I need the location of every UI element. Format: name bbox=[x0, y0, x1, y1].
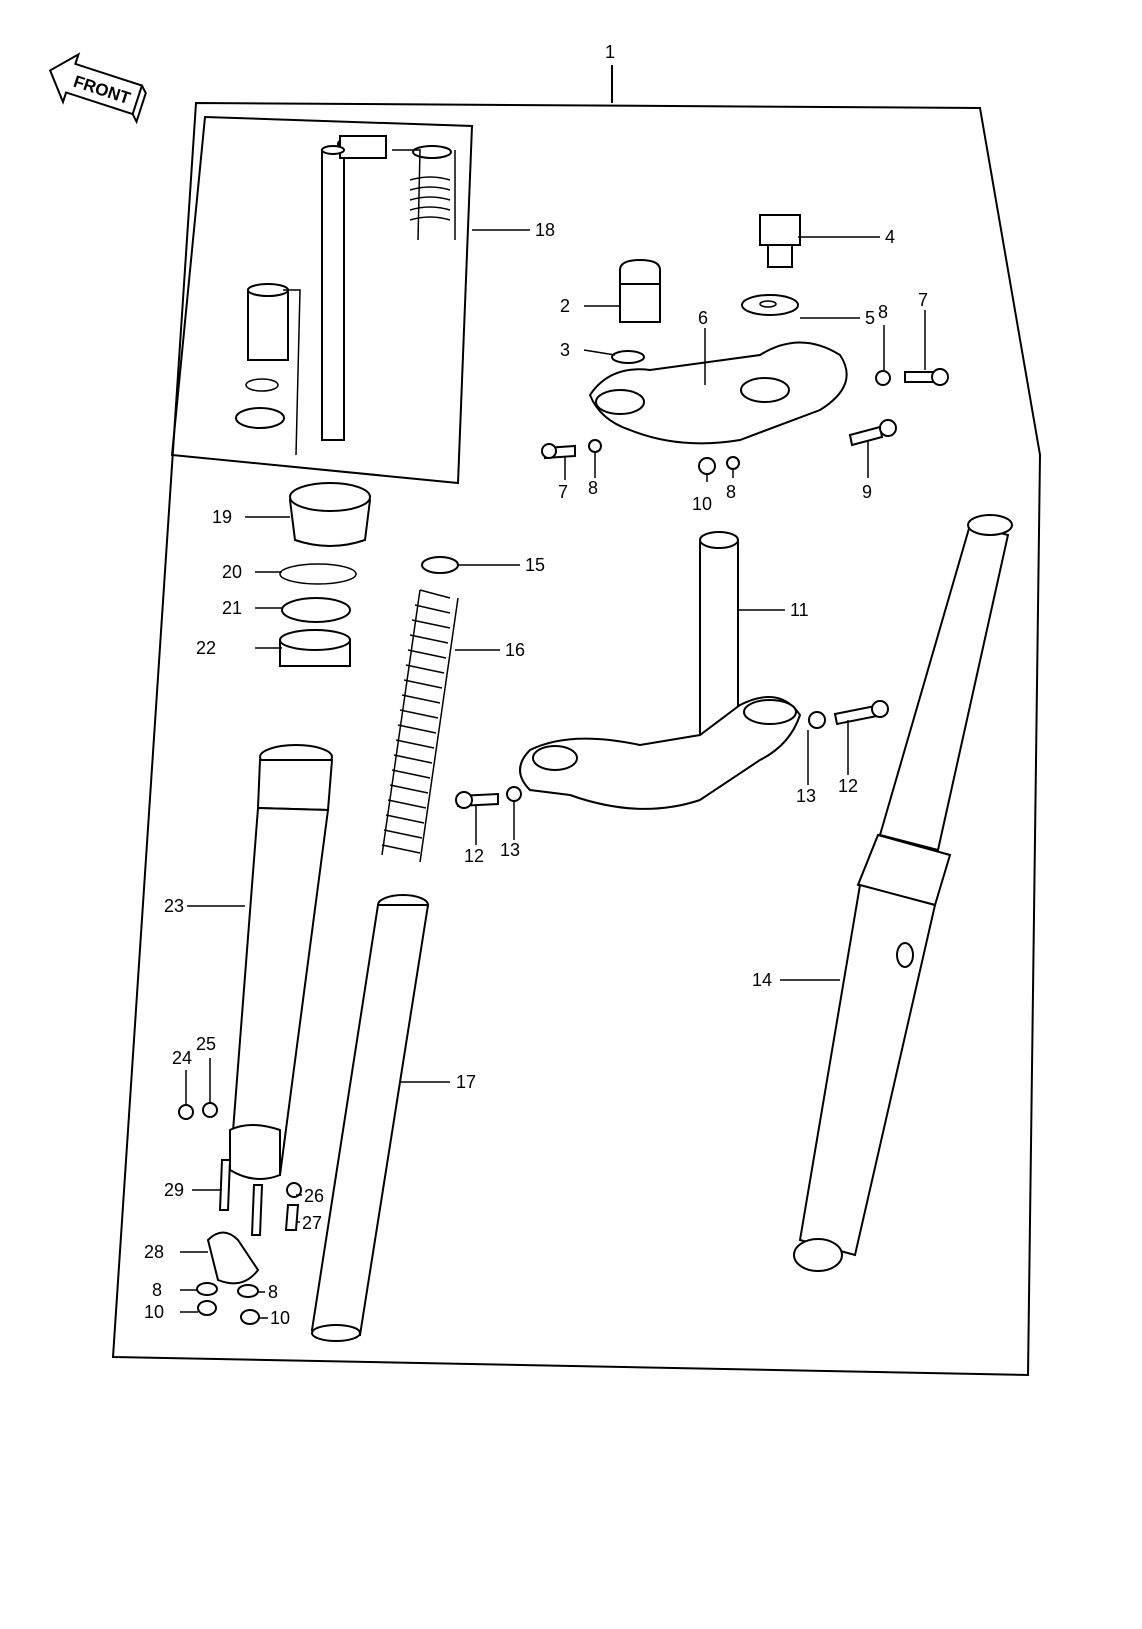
callout-7-bottom: 7 bbox=[558, 482, 568, 502]
callout-28: 28 bbox=[144, 1242, 164, 1262]
callout-10-lower-left: 10 bbox=[144, 1302, 164, 1322]
callout-9: 9 bbox=[862, 482, 872, 502]
inset-kit-box bbox=[170, 115, 474, 485]
callout-numbers: 1 18 4 2 5 8 7 6 3 7 8 10 8 9 19 15 20 2… bbox=[144, 42, 928, 1328]
callout-8-left: 8 bbox=[588, 478, 598, 498]
callout-22: 22 bbox=[196, 638, 216, 658]
callout-6: 6 bbox=[698, 308, 708, 328]
callout-12-left: 12 bbox=[464, 846, 484, 866]
callout-1: 1 bbox=[605, 42, 615, 62]
callout-3: 3 bbox=[560, 340, 570, 360]
callout-25: 25 bbox=[196, 1034, 216, 1054]
assembly-outline bbox=[111, 65, 1042, 1377]
left-outer-tube bbox=[228, 744, 334, 1180]
callout-27: 27 bbox=[302, 1213, 322, 1233]
callout-10-top: 10 bbox=[692, 494, 712, 514]
inner-tube bbox=[310, 894, 430, 1342]
callout-17: 17 bbox=[456, 1072, 476, 1092]
callout-18: 18 bbox=[535, 220, 555, 240]
leader-lines bbox=[180, 229, 926, 1319]
axle-clamp-hardware bbox=[178, 1102, 302, 1325]
callout-14: 14 bbox=[752, 970, 772, 990]
callout-29: 29 bbox=[164, 1180, 184, 1200]
right-fork-leg bbox=[793, 514, 1013, 1272]
callout-4: 4 bbox=[885, 227, 895, 247]
callout-7-top: 7 bbox=[918, 290, 928, 310]
callout-26: 26 bbox=[304, 1186, 324, 1206]
steering-stem-group bbox=[455, 531, 889, 810]
callout-20: 20 bbox=[222, 562, 242, 582]
callout-8-lower-right: 8 bbox=[268, 1282, 278, 1302]
callout-21: 21 bbox=[222, 598, 242, 618]
callout-10-lower-right: 10 bbox=[270, 1308, 290, 1328]
callout-12-right: 12 bbox=[838, 776, 858, 796]
callout-19: 19 bbox=[212, 507, 232, 527]
callout-8-top: 8 bbox=[878, 302, 888, 322]
callout-23: 23 bbox=[164, 896, 184, 916]
callout-8-mid: 8 bbox=[726, 482, 736, 502]
callout-13-left: 13 bbox=[500, 840, 520, 860]
callout-5: 5 bbox=[865, 308, 875, 328]
fork-spring bbox=[381, 556, 459, 863]
callout-13-right: 13 bbox=[796, 786, 816, 806]
top-bracket-group bbox=[541, 214, 949, 475]
callout-16: 16 bbox=[505, 640, 525, 660]
front-arrow-badge: FRONT bbox=[48, 52, 147, 125]
callout-24: 24 bbox=[172, 1048, 192, 1068]
callout-11: 11 bbox=[790, 600, 809, 620]
callout-15: 15 bbox=[525, 555, 545, 575]
seal-stack bbox=[279, 482, 372, 667]
callout-2: 2 bbox=[560, 296, 570, 316]
callout-8-lower-left: 8 bbox=[152, 1280, 162, 1300]
